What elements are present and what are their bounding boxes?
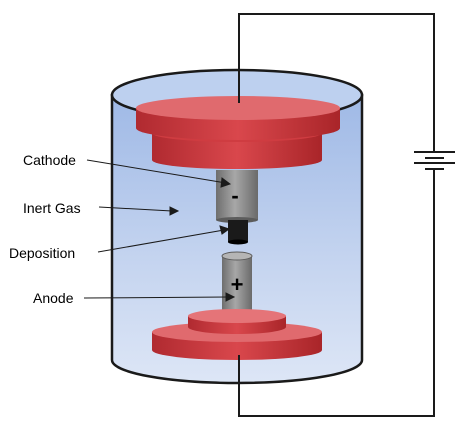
leader-arrows <box>83 159 236 302</box>
anode-rod: + <box>221 251 253 312</box>
top-electrode-holder <box>136 96 340 169</box>
deposition-label: Deposition <box>9 245 75 261</box>
anode-sign: + <box>231 272 244 297</box>
deposition-arrow <box>97 229 225 253</box>
deposition-layer <box>228 220 248 245</box>
inert-gas-arrow <box>98 206 173 212</box>
cathode-label: Cathode <box>23 152 76 168</box>
inert-gas-label: Inert Gas <box>23 200 81 216</box>
battery-icon <box>414 151 455 170</box>
cathode-sign: - <box>231 183 238 208</box>
anode-label: Anode <box>33 290 74 306</box>
anode-arrow <box>83 296 229 299</box>
cathode-arrow <box>86 159 227 184</box>
bottom-electrode-holder <box>152 309 322 360</box>
